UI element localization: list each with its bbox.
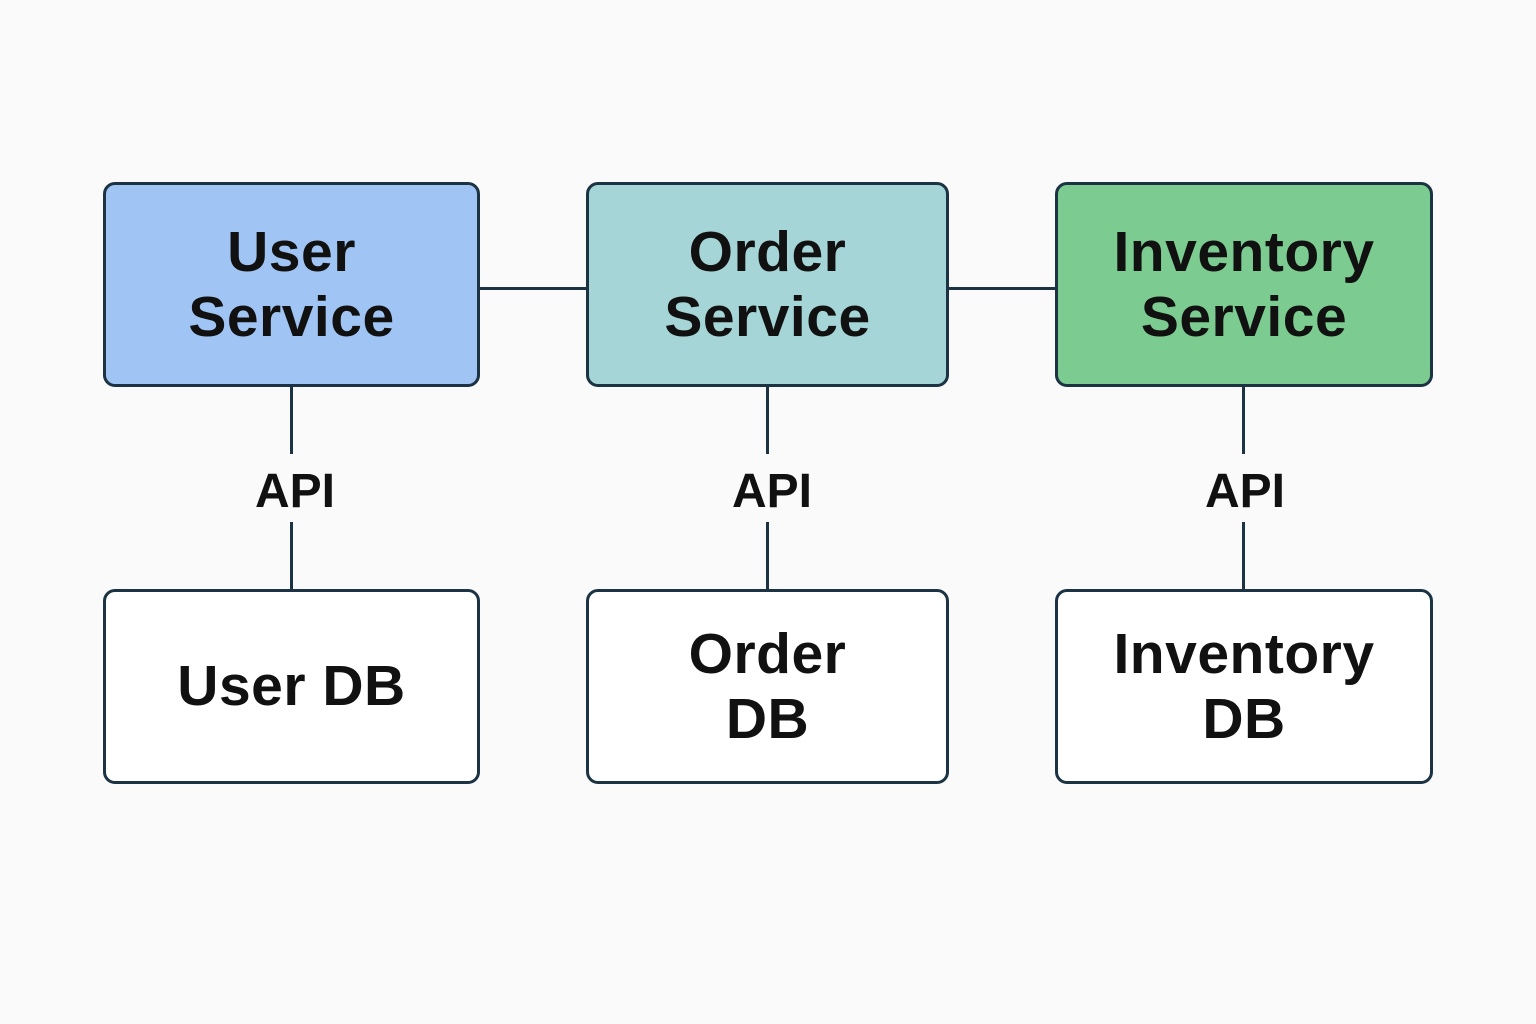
user-api-label: API <box>254 465 335 518</box>
user-db-label-line1: User DB <box>177 654 406 719</box>
order-db-box: Order DB <box>586 589 949 784</box>
inventory-service-label-line2: Service <box>1140 284 1348 349</box>
order-service-box: Order Service <box>586 182 949 387</box>
connector-inventory-service-api <box>1242 387 1245 454</box>
connector-order-inventory <box>949 287 1055 290</box>
inventory-db-box: Inventory DB <box>1055 589 1433 784</box>
inventory-db-label-line2: DB <box>1202 686 1286 751</box>
user-service-box: User Service <box>103 182 480 387</box>
user-db-box: User DB <box>103 589 480 784</box>
connector-order-service-api <box>766 387 769 454</box>
inventory-service-box: Inventory Service <box>1055 182 1433 387</box>
connector-order-api-db <box>766 522 769 589</box>
connector-user-api-db <box>290 522 293 589</box>
order-api-label: API <box>731 465 812 518</box>
inventory-db-label-line1: Inventory <box>1113 622 1375 687</box>
inventory-service-label-line1: Inventory <box>1113 220 1375 285</box>
order-db-label-line1: Order <box>688 622 847 687</box>
connector-inventory-api-db <box>1242 522 1245 589</box>
order-service-label-line2: Service <box>664 284 871 349</box>
user-service-label-line2: Service <box>188 284 395 349</box>
order-service-label-line1: Order <box>688 220 847 285</box>
user-service-label-line1: User <box>227 220 356 285</box>
connector-user-service-api <box>290 387 293 454</box>
inventory-api-label: API <box>1204 465 1285 518</box>
connector-user-order <box>480 287 586 290</box>
order-db-label-line2: DB <box>725 686 810 751</box>
